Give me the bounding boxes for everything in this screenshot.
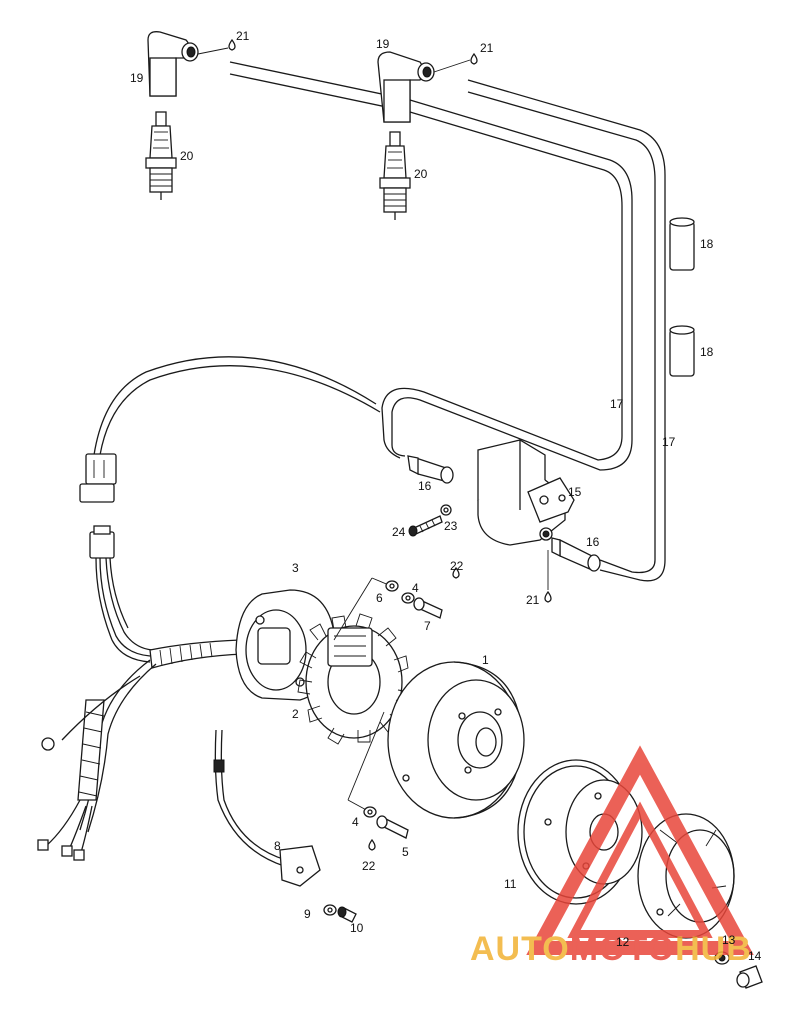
label-6: 6 <box>376 591 383 605</box>
label-19-left: 19 <box>130 71 144 85</box>
suppressor-cap-16-left <box>407 455 454 484</box>
label-18-lower: 18 <box>700 345 714 359</box>
label-8: 8 <box>274 839 281 853</box>
label-21-right: 21 <box>480 41 494 55</box>
grease-drop-21-c <box>544 550 552 603</box>
label-14: 14 <box>748 949 762 963</box>
screw-5 <box>376 815 409 839</box>
watermark-auto: AUTO <box>470 930 570 968</box>
screw-10 <box>337 906 357 923</box>
spark-plug-20-left <box>145 111 177 200</box>
washer-4-upper <box>401 592 415 604</box>
ht-cable-17-left <box>229 61 633 471</box>
ht-cable-17-right <box>467 79 666 582</box>
grease-drop-21-a <box>197 38 236 55</box>
label-19-right: 19 <box>376 37 390 51</box>
suppressor-cap-16-right <box>551 537 601 572</box>
spark-plug-cap-19-left <box>147 31 199 97</box>
label-21-left: 21 <box>236 29 250 43</box>
label-24: 24 <box>392 525 406 539</box>
flywheel-rotor-1 <box>387 661 525 819</box>
watermark-triangle-inner <box>567 801 713 938</box>
label-13: 13 <box>722 933 736 947</box>
label-3: 3 <box>292 561 299 575</box>
label-16-left: 16 <box>418 479 432 493</box>
spark-plug-cap-19-right <box>377 51 435 123</box>
label-20-left: 20 <box>180 149 194 163</box>
ignition-coil-15 <box>477 439 575 546</box>
screw-7 <box>413 597 443 619</box>
label-20-right: 20 <box>414 167 428 181</box>
label-9: 9 <box>304 907 311 921</box>
label-15: 15 <box>568 485 582 499</box>
watermark-moto: MOTO <box>570 930 675 968</box>
spark-plug-20-right <box>379 131 411 220</box>
watermark-logo: AUTOMOTOHUB <box>470 745 754 968</box>
label-22-lower: 22 <box>362 859 376 873</box>
label-18-upper: 18 <box>700 237 714 251</box>
label-11: 11 <box>504 877 517 891</box>
wiring-harness <box>37 356 381 861</box>
svg-text:AUTOMOTOHUB: AUTOMOTOHUB <box>470 930 752 968</box>
washer-4-lower <box>363 806 377 818</box>
label-5: 5 <box>402 845 409 859</box>
label-22-upper: 22 <box>450 559 464 573</box>
label-16-right: 16 <box>586 535 600 549</box>
label-17-right: 17 <box>662 435 676 449</box>
grease-drop-22-a <box>452 566 460 579</box>
label-1: 1 <box>482 653 489 667</box>
cable-sleeve-18-upper <box>669 217 695 271</box>
label-12: 12 <box>616 935 630 949</box>
nut-14 <box>736 965 763 989</box>
pickup-sensor-8 <box>213 729 321 887</box>
label-21-lower: 21 <box>526 593 540 607</box>
label-17-left: 17 <box>610 397 624 411</box>
washer-9 <box>323 904 337 916</box>
watermark-triangle <box>526 745 754 955</box>
washer-6 <box>385 580 399 592</box>
watermark-hub: HUB <box>675 930 752 968</box>
stator-2 <box>297 613 411 745</box>
part-labels: 19 21 20 19 21 20 18 18 17 17 15 16 16 2… <box>130 29 762 963</box>
label-2: 2 <box>292 707 299 721</box>
grease-drop-21-b <box>433 52 478 73</box>
label-4-lower: 4 <box>352 815 359 829</box>
label-23: 23 <box>444 519 458 533</box>
label-7: 7 <box>424 619 431 633</box>
grease-drop-22-b <box>368 838 376 851</box>
label-10: 10 <box>350 921 364 935</box>
washer-23 <box>440 504 452 516</box>
label-4-upper: 4 <box>412 581 419 595</box>
bolt-24 <box>408 515 443 537</box>
cable-sleeve-18-lower <box>669 325 695 377</box>
